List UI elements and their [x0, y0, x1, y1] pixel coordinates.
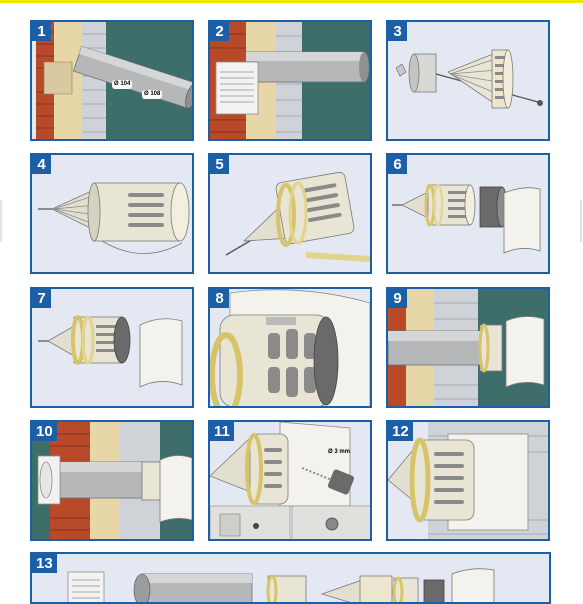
step-9-illustration	[388, 289, 548, 406]
step-4-number: 4	[32, 155, 51, 174]
pipe-inner-diameter-label: Ø 104	[112, 80, 133, 89]
step-1-illustration	[36, 22, 192, 139]
step-6-number: 6	[388, 155, 407, 174]
step-6-panel: 6	[386, 153, 550, 274]
drill-diameter-label: Ø 3 mm	[328, 449, 351, 455]
step-8-illustration	[210, 289, 370, 406]
step-2-number: 2	[210, 22, 229, 41]
step-10-illustration	[32, 422, 192, 539]
step-13-illustration	[67, 568, 495, 602]
step-4-illustration	[38, 182, 190, 254]
step-6-illustration	[392, 183, 541, 254]
step-12-illustration	[388, 422, 548, 539]
step-10-number: 10	[32, 422, 57, 441]
step-5-illustration	[225, 171, 370, 262]
step-13-number: 13	[32, 554, 57, 573]
step-7-number: 7	[32, 289, 51, 308]
step-8-panel: 8	[208, 287, 372, 408]
step-1-number: 1	[32, 22, 51, 41]
step-11-illustration	[210, 422, 370, 539]
top-accent-bar	[0, 0, 583, 3]
step-7-illustration	[38, 315, 183, 388]
step-5-panel: 5	[208, 153, 372, 274]
step-9-panel: 9	[386, 287, 550, 408]
step-11-panel: 11 Ø 3 mm	[208, 420, 372, 541]
left-edge-marker	[0, 200, 2, 242]
step-10-panel: 10	[30, 420, 194, 541]
step-2-illustration	[210, 22, 370, 139]
step-1-panel: 1 Ø 104 Ø 108	[30, 20, 194, 141]
step-13-panel: 13	[30, 552, 551, 604]
step-5-number: 5	[210, 155, 229, 174]
step-3-illustration	[395, 49, 543, 109]
step-8-number: 8	[210, 289, 229, 308]
step-11-number: 11	[210, 422, 234, 441]
step-3-number: 3	[388, 22, 407, 41]
step-7-panel: 7	[30, 287, 194, 408]
step-12-panel: 12	[386, 420, 550, 541]
pipe-outer-diameter-label: Ø 108	[142, 90, 163, 99]
step-9-number: 9	[388, 289, 407, 308]
step-2-panel: 2	[208, 20, 372, 141]
step-4-panel: 4	[30, 153, 194, 274]
right-edge-marker	[580, 200, 582, 242]
step-3-panel: 3	[386, 20, 550, 141]
step-12-number: 12	[388, 422, 413, 441]
